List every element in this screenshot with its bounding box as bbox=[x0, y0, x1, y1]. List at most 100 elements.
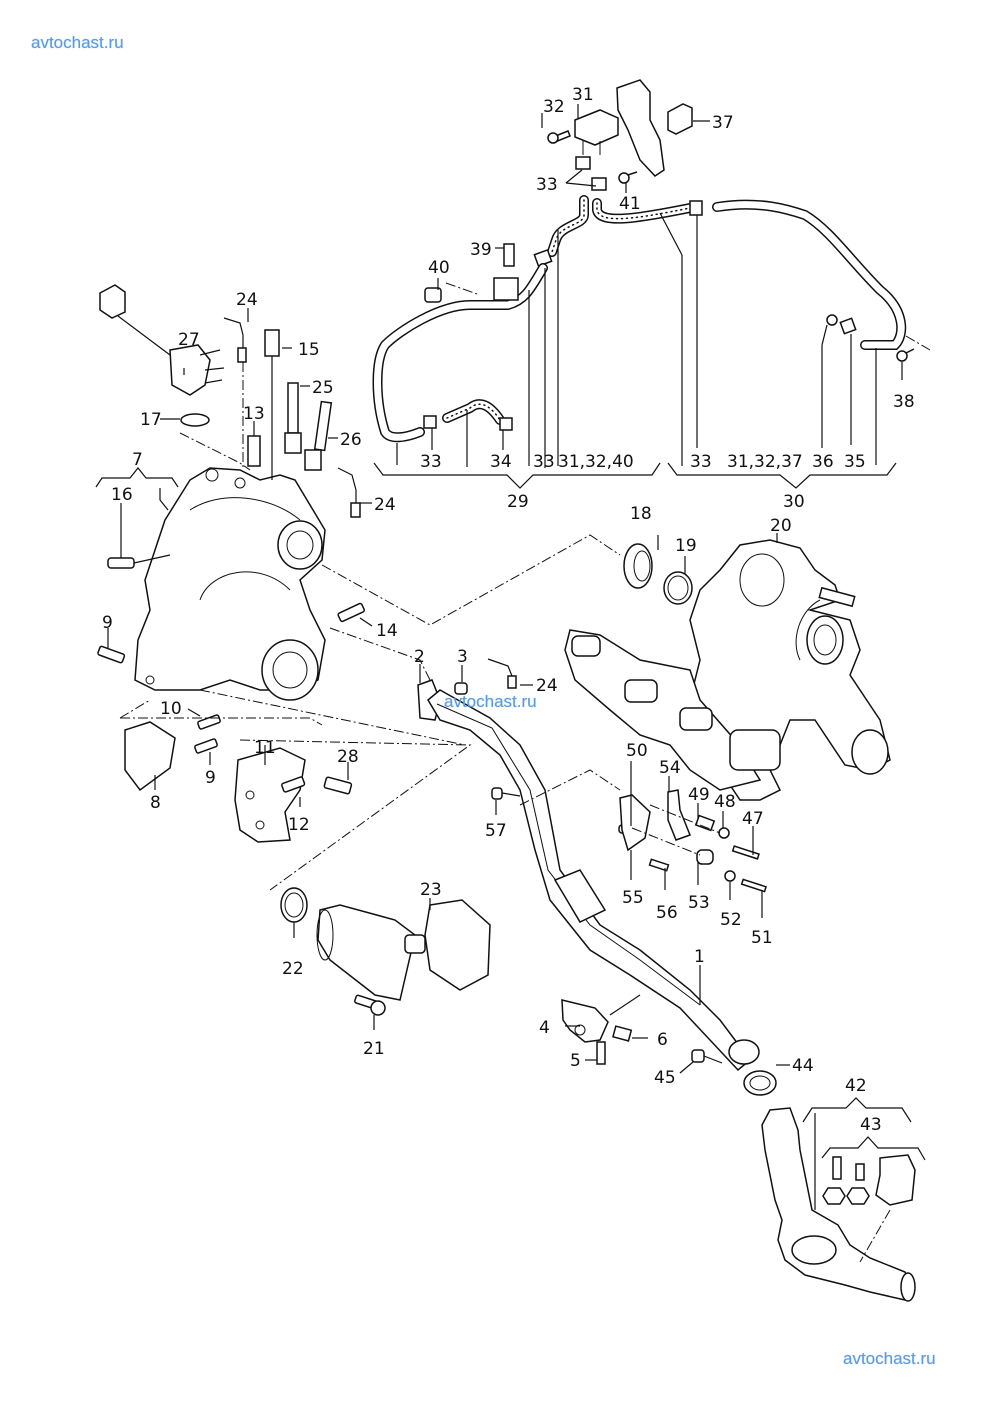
cap-40 bbox=[424, 287, 442, 303]
front-exhaust-pipe-assembly bbox=[417, 658, 777, 1096]
nut-43 bbox=[822, 1187, 846, 1205]
bolt-12 bbox=[281, 776, 306, 793]
callout-42: 42 bbox=[845, 1076, 867, 1096]
watermark-middle: avtochast.ru bbox=[444, 692, 537, 711]
callout-3: 3 bbox=[457, 647, 468, 667]
bracket-11 bbox=[234, 747, 306, 843]
bolt-9 bbox=[194, 738, 218, 754]
callout-35: 35 bbox=[844, 452, 866, 472]
group-bracket-7 bbox=[95, 467, 179, 488]
callout-5: 5 bbox=[570, 1051, 581, 1071]
callout-19: 19 bbox=[675, 536, 697, 556]
callout-15: 15 bbox=[298, 340, 320, 360]
heat-shield-8 bbox=[124, 721, 176, 792]
callout-39: 39 bbox=[470, 240, 492, 260]
callout-38: 38 bbox=[893, 392, 915, 412]
rear-catalyst-assembly bbox=[761, 1097, 926, 1302]
callout-26: 26 bbox=[340, 430, 362, 450]
nut-57 bbox=[491, 787, 503, 800]
callout-52: 52 bbox=[720, 910, 742, 930]
gasket-44 bbox=[743, 1070, 777, 1096]
turbocharger-assembly bbox=[564, 533, 891, 801]
callout-53: 53 bbox=[688, 893, 710, 913]
bolt-28 bbox=[323, 776, 353, 795]
callout-24: 24 bbox=[536, 676, 558, 696]
bolt-16 bbox=[107, 557, 135, 569]
washer-52 bbox=[724, 870, 736, 882]
bushing-53 bbox=[696, 849, 714, 865]
plug-15 bbox=[264, 329, 280, 357]
watermark-top-left: avtochast.ru bbox=[31, 33, 124, 52]
group-bracket-42 bbox=[802, 1097, 912, 1123]
group-bracket-30 bbox=[667, 462, 897, 489]
pressure-sensor bbox=[574, 109, 619, 146]
manifold-flange bbox=[679, 707, 713, 731]
callout-2: 2 bbox=[414, 647, 425, 667]
bolt-14 bbox=[337, 602, 365, 623]
temp-sensor-24 bbox=[507, 675, 517, 689]
callout-34: 34 bbox=[490, 452, 512, 472]
callout-28: 28 bbox=[337, 747, 359, 767]
flap-fitting bbox=[404, 934, 426, 954]
catalyst-housing bbox=[791, 1235, 837, 1265]
callout-31: 31 bbox=[572, 85, 594, 105]
callout-20: 20 bbox=[770, 516, 792, 536]
callout-43: 43 bbox=[860, 1115, 882, 1135]
callout-33: 33 bbox=[533, 452, 555, 472]
group-bracket-43 bbox=[821, 1136, 926, 1161]
callout-50: 50 bbox=[626, 741, 648, 761]
watermark-bottom-right: avtochast.ru bbox=[843, 1349, 936, 1368]
callout-33: 33 bbox=[420, 452, 442, 472]
bolt-13 bbox=[247, 435, 261, 467]
callout-23: 23 bbox=[420, 880, 442, 900]
callout-group-31-32-40: 31,32,40 bbox=[558, 452, 634, 472]
nut-35 bbox=[839, 317, 857, 335]
callout-45: 45 bbox=[654, 1068, 676, 1088]
callout-56: 56 bbox=[656, 903, 678, 923]
callout-4: 4 bbox=[539, 1018, 550, 1038]
particulate-filter-assembly bbox=[95, 284, 621, 891]
callout-17: 17 bbox=[140, 410, 162, 430]
leader-lines bbox=[107, 308, 790, 1074]
callout-36: 36 bbox=[812, 452, 834, 472]
sensor-26 bbox=[313, 400, 333, 452]
callout-51: 51 bbox=[751, 928, 773, 948]
callout-40: 40 bbox=[428, 258, 450, 278]
pipe-outlet-flange bbox=[728, 1039, 760, 1065]
callout-48: 48 bbox=[714, 792, 736, 812]
temp-sensor-24 bbox=[350, 502, 361, 518]
pipe-bracket bbox=[493, 277, 519, 301]
dpf-outlet-lower bbox=[261, 639, 319, 701]
callout-6: 6 bbox=[657, 1030, 668, 1050]
exhaust-manifold bbox=[564, 629, 762, 791]
callout-24: 24 bbox=[374, 495, 396, 515]
callout-29: 29 bbox=[507, 492, 529, 512]
callout-57: 57 bbox=[485, 821, 507, 841]
manifold-flange bbox=[624, 679, 658, 703]
dpf-outlet-upper bbox=[277, 520, 323, 570]
callout-14: 14 bbox=[376, 621, 398, 641]
washer-48 bbox=[718, 827, 730, 839]
temp-sensor-24 bbox=[237, 347, 247, 363]
nut-45 bbox=[691, 1049, 705, 1063]
bolt-51 bbox=[740, 878, 767, 893]
bolt-38 bbox=[896, 350, 908, 362]
callout-49: 49 bbox=[688, 785, 710, 805]
callout-47: 47 bbox=[742, 809, 764, 829]
dosing-valve-27 bbox=[169, 344, 211, 396]
callout-30: 30 bbox=[783, 492, 805, 512]
callout-27: 27 bbox=[178, 330, 200, 350]
callout-group-31-32-37: 31,32,37 bbox=[727, 452, 803, 472]
callout-54: 54 bbox=[659, 758, 681, 778]
bolt-41 bbox=[618, 172, 630, 184]
callout-41: 41 bbox=[619, 194, 641, 214]
clamp-33 bbox=[423, 415, 437, 429]
callout-37: 37 bbox=[712, 113, 734, 133]
callout-25: 25 bbox=[312, 378, 334, 398]
pressure-sensor-assembly bbox=[372, 79, 931, 489]
callout-labels: 31 32 37 33 41 39 40 38 33 34 33 31,32,4… bbox=[102, 85, 915, 1135]
callout-44: 44 bbox=[792, 1056, 814, 1076]
bolt-43 bbox=[855, 1163, 865, 1181]
callout-16: 16 bbox=[111, 485, 133, 505]
